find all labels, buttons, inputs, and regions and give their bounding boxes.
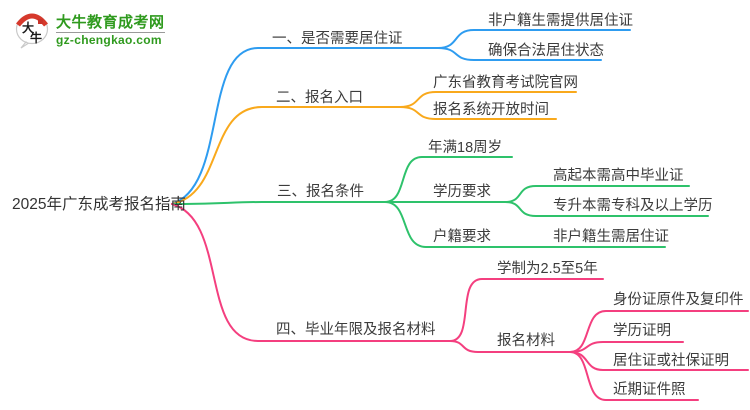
node-need-residence-permit: 一、是否需要居住证 <box>272 31 403 47</box>
branch1-line <box>171 47 439 205</box>
branch3-line <box>171 201 506 205</box>
branch4-line <box>171 203 451 342</box>
node-legal-residence-status: 确保合法居住状态 <box>488 43 604 59</box>
branch4-child2-line <box>449 340 571 353</box>
node-study-duration: 学制为2.5至5年 <box>497 261 598 277</box>
node-gaoqiben-highschool-diploma: 高起本需高中毕业证 <box>553 168 684 184</box>
node-system-open-time: 报名系统开放时间 <box>433 102 549 118</box>
branch2-line <box>171 106 401 205</box>
branch3-child3-line <box>384 201 666 248</box>
node-age-18: 年满18周岁 <box>428 140 503 156</box>
node-zhuanshengben-college-degree: 专升本需专科及以上学历 <box>553 198 713 214</box>
site-name: 大牛教育成考网 <box>56 13 165 31</box>
node-nonlocal-need-permit-2: 非户籍生需居住证 <box>553 229 669 245</box>
logo-char-bottom: 牛 <box>30 30 42 45</box>
branch3-child2b-line <box>504 201 709 217</box>
branch4-child2a-line <box>569 310 749 353</box>
node-id-card-and-copy: 身份证原件及复印件 <box>613 292 744 308</box>
branch1-child2-line <box>437 47 602 61</box>
branch4-child2d-line <box>569 351 699 401</box>
logo-char-top: 大 <box>22 20 34 35</box>
site-url: gz-chengkao.com <box>56 31 165 47</box>
node-residence-or-social-insurance: 居住证或社保证明 <box>613 353 729 369</box>
site-logo: 大 牛 大牛教育成考网 gz-chengkao.com <box>14 11 165 49</box>
branch2-child2-line <box>399 106 557 120</box>
node-recent-photo: 近期证件照 <box>613 382 686 398</box>
branch4-child1-line <box>449 278 604 342</box>
node-root: 2025年广东成考报名指南 <box>12 196 186 213</box>
node-education-requirement: 学历要求 <box>433 184 491 200</box>
node-nonlocal-need-permit: 非户籍生需提供居住证 <box>488 13 633 29</box>
branch4-child2b-line <box>569 341 684 353</box>
node-registration-requirements: 三、报名条件 <box>277 184 364 200</box>
node-gd-edu-exam-website: 广东省教育考试院官网 <box>433 75 578 91</box>
node-study-years-and-materials: 四、毕业年限及报名材料 <box>276 322 436 338</box>
daniu-bubble-icon: 大 牛 <box>15 13 49 49</box>
node-registration-portal: 二、报名入口 <box>276 90 363 106</box>
node-registration-materials: 报名材料 <box>497 333 555 349</box>
node-household-requirement: 户籍要求 <box>433 229 491 245</box>
node-education-proof: 学历证明 <box>613 323 671 339</box>
branch3-child1-line <box>384 156 513 203</box>
